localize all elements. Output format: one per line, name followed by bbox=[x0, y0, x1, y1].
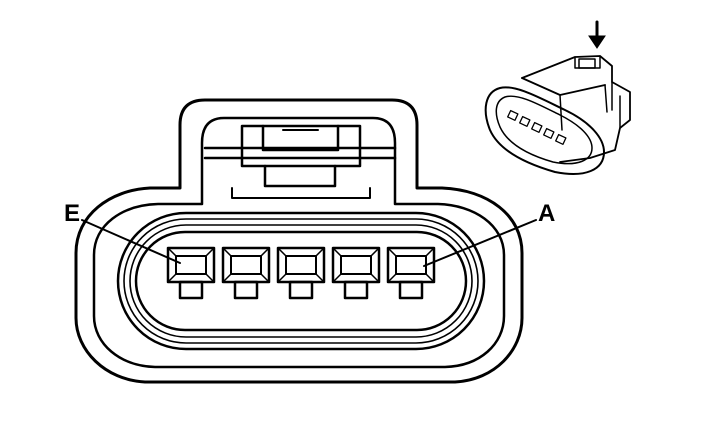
pin-cavities bbox=[166, 246, 436, 300]
pin-cavity-c bbox=[276, 246, 326, 300]
pin-cavity-d bbox=[221, 246, 271, 300]
down-arrow-icon bbox=[588, 20, 606, 49]
pin-label-e: E bbox=[64, 200, 80, 227]
pin-label-a-group: A bbox=[423, 200, 555, 267]
connector-shell bbox=[74, 98, 524, 384]
pin-label-a: A bbox=[538, 200, 555, 227]
connector-latch bbox=[203, 124, 397, 199]
pin-label-e-group: E bbox=[64, 200, 181, 264]
pin-cavity-a bbox=[386, 246, 436, 300]
leader-line-a bbox=[423, 219, 537, 267]
connector-inset-view bbox=[484, 20, 631, 175]
inset-pin-cavities bbox=[507, 109, 567, 145]
pin-cavity-e bbox=[166, 246, 216, 300]
seal-rings bbox=[116, 211, 486, 351]
leader-line-e bbox=[81, 219, 181, 264]
pin-cavity-b bbox=[331, 246, 381, 300]
